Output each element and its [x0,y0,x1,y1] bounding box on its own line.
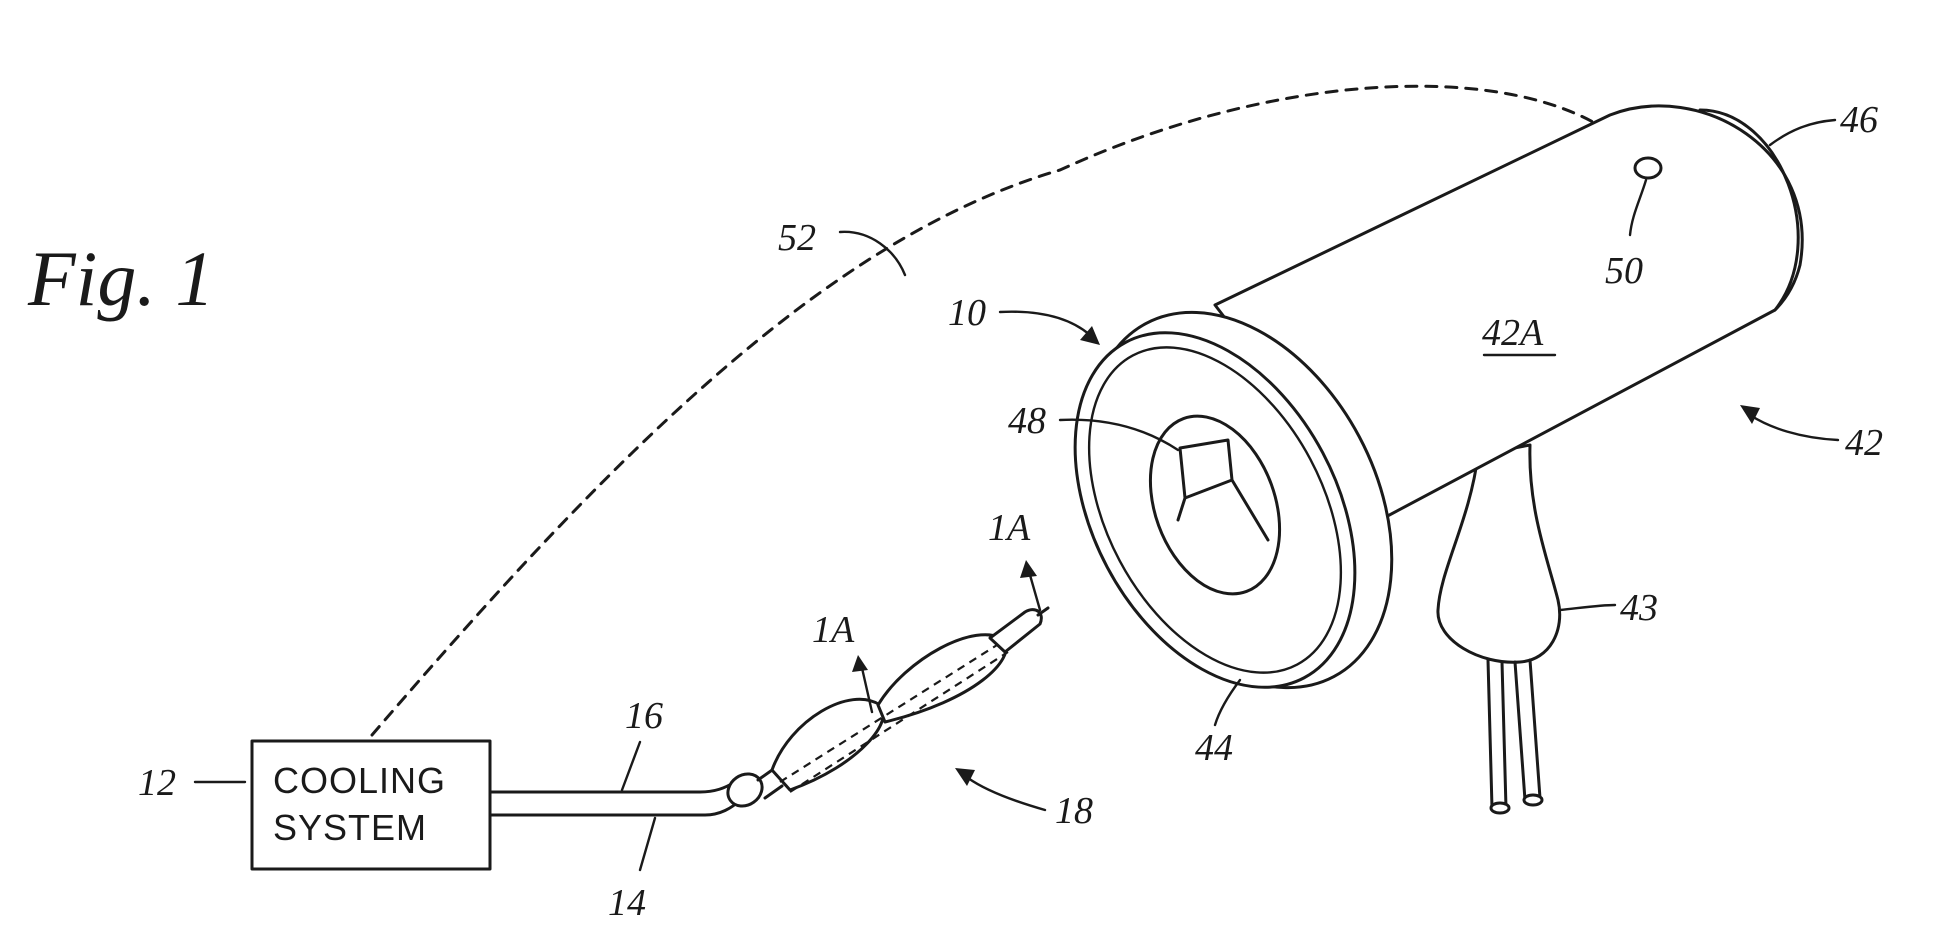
cord-4 [1530,660,1540,798]
label-18: 18 [1055,790,1093,832]
figure-title: Fig. 1 [27,235,214,322]
leader-10 [1000,312,1090,335]
label-48: 48 [1008,400,1046,442]
proximal-balloon [772,699,883,790]
cord-end-1 [1491,803,1509,813]
leader-44 [1215,680,1240,725]
cooling-system-label-line2: SYSTEM [273,807,427,848]
catheter-connector [722,767,769,812]
section-arrow-1A-top [1020,560,1037,578]
label-44: 44 [1195,727,1233,769]
lens-50 [1635,158,1661,178]
cord-end-2 [1524,795,1542,805]
label-42A: 42A [1482,312,1544,354]
cord-1 [1488,660,1492,808]
cord-3 [1515,662,1525,800]
leader-43 [1560,605,1615,610]
leader-46 [1770,120,1835,145]
label-12: 12 [138,762,176,804]
section-line-1A-top [1030,575,1040,610]
label-46: 46 [1840,99,1878,141]
label-14: 14 [608,882,646,924]
leader-16 [622,742,640,790]
tube-16 [490,782,735,792]
label-16: 16 [625,695,663,737]
label-50: 50 [1605,250,1643,292]
tube-14 [490,800,740,815]
label-43: 43 [1620,587,1658,629]
leader-14 [640,818,655,870]
leader-42 [1750,415,1838,440]
label-10: 10 [948,292,986,334]
section-arrow-1A-mid [852,655,868,672]
cord-2 [1502,662,1506,808]
label-1A-mid: 1A [812,609,855,651]
cooling-system-label-line1: COOLING [273,760,446,801]
arrow-42 [1740,405,1760,424]
arrow-18 [955,768,975,786]
leader-18 [968,778,1045,810]
leader-52 [840,232,905,275]
label-1A-top: 1A [988,507,1031,549]
label-42: 42 [1845,422,1883,464]
label-52: 52 [778,217,816,259]
catheter-tip [990,610,1041,652]
distal-balloon [878,635,1007,722]
